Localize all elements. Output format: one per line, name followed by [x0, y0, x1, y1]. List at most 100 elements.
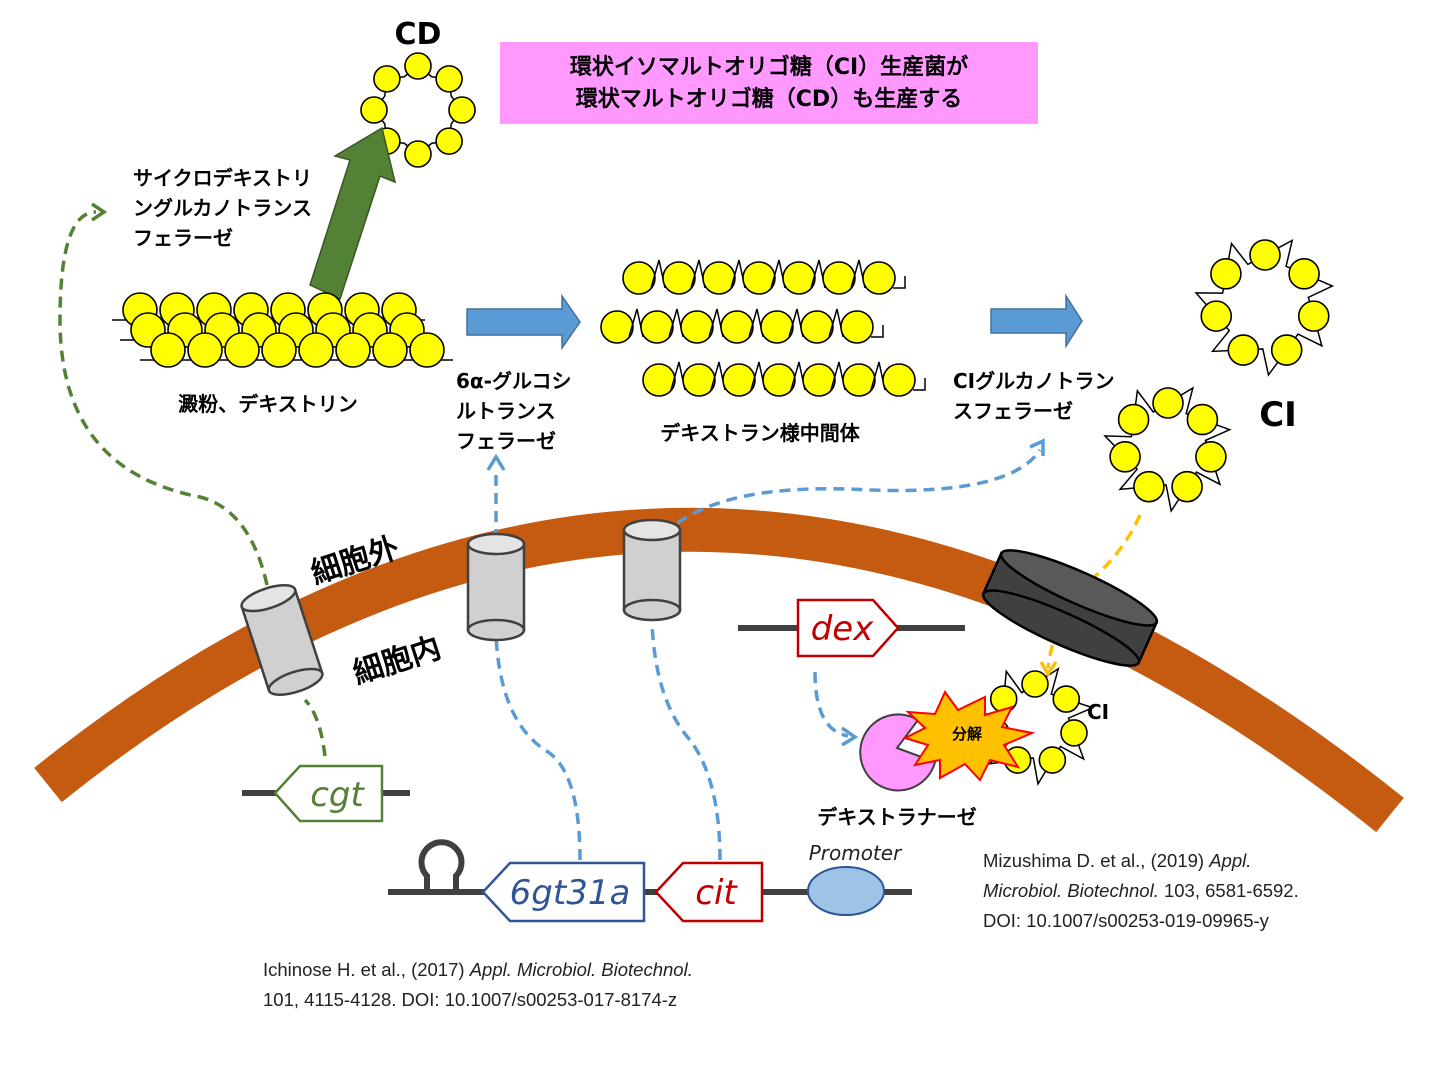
- glucose-unit: [1186, 403, 1219, 436]
- cit-gene-label: cit: [695, 873, 738, 913]
- blue-arrow-2: [990, 293, 1083, 349]
- glucose-unit: [404, 52, 432, 80]
- starch-label: 澱粉、デキストリン: [178, 392, 357, 416]
- cgt-gene-label: cgt: [310, 775, 365, 815]
- dex-gene-box: [796, 598, 900, 658]
- blue-arrow-1: [466, 293, 581, 351]
- cgt-arrowhead: [91, 202, 108, 222]
- dextran-chain-end: [893, 276, 906, 289]
- glucose-unit: [742, 261, 776, 295]
- glucose-unit: [1109, 440, 1141, 473]
- dextran-chain-end: [871, 325, 884, 338]
- glucose-unit: [1021, 670, 1049, 698]
- ref-mizushima-line2: Microbiol. Biotechnol. 103, 6581-6592.: [983, 880, 1299, 901]
- cgtase-label-1: サイクロデキストリ: [133, 166, 312, 190]
- glucose-unit: [335, 332, 371, 368]
- terminator-loop: [418, 839, 465, 892]
- glucose-unit: [782, 261, 816, 295]
- ci-small-label: CI: [1087, 700, 1109, 724]
- six-alpha-label-1: 6α-グルコシ: [456, 369, 572, 393]
- cd-ring: [360, 52, 476, 168]
- glucose-unit: [840, 310, 874, 344]
- dex-gene-label: dex: [811, 609, 875, 649]
- glucose-unit: [1270, 334, 1303, 366]
- glucose-unit: [1117, 403, 1150, 436]
- glucose-unit: [1227, 334, 1260, 366]
- glucose-unit: [1297, 300, 1330, 332]
- glucose-unit: [662, 261, 696, 295]
- glucose-unit: [1210, 258, 1242, 290]
- glucose-unit: [1288, 258, 1320, 290]
- glucose-unit: [150, 332, 186, 368]
- glucose-unit: [1195, 440, 1227, 473]
- glucose-unit: [862, 261, 896, 295]
- glucose-unit: [261, 332, 297, 368]
- glucose-unit: [1152, 387, 1184, 419]
- glucose-unit: [842, 363, 876, 397]
- dextran-chain-end: [913, 378, 926, 391]
- six-gt-transport-cylinder: [466, 532, 526, 642]
- header-box: [500, 42, 1038, 124]
- glucose-unit: [409, 332, 445, 368]
- glucose-unit: [1249, 239, 1281, 271]
- glucose-unit: [760, 310, 794, 344]
- ci-gt-label-2: スフェラーゼ: [953, 399, 1073, 423]
- cgt-secretion-path: [58, 210, 327, 757]
- glucose-unit: [360, 96, 388, 124]
- header-line-2: 環状マルトオリゴ糖（CD）も生産する: [576, 86, 962, 112]
- six-gt-gene-label: 6gt31a: [510, 873, 631, 913]
- ref-ichinose-line1: Ichinose H. et al., (2017) Appl. Microbi…: [263, 959, 693, 980]
- degradation-burst: [902, 690, 1036, 782]
- degradation-label: 分解: [952, 725, 982, 743]
- ref-mizushima-line1: Mizushima D. et al., (2019) Appl.: [983, 850, 1251, 871]
- glucose-unit: [1060, 719, 1088, 747]
- starch-dextrin-chains: [112, 292, 453, 368]
- glucose-unit: [720, 310, 754, 344]
- promoter-shape: [807, 866, 885, 916]
- glucose-unit: [762, 363, 796, 397]
- glucose-unit: [642, 363, 676, 397]
- ci-ring-large: [1194, 239, 1335, 377]
- six-gt-secretion-path: [494, 468, 582, 861]
- glucose-unit: [989, 685, 1018, 713]
- glucose-unit: [1200, 300, 1233, 332]
- cit-secretion-path: [650, 449, 1042, 861]
- cit-transport-cylinder: [622, 518, 682, 622]
- header-line-1: 環状イソマルトオリゴ糖（CI）生産菌が: [570, 54, 968, 80]
- six-gt-arrowhead: [486, 453, 506, 471]
- ci-uptake-transporter: [981, 549, 1159, 667]
- glucose-unit: [1038, 746, 1067, 774]
- glucose-unit: [404, 140, 432, 168]
- ci-gt-label-1: CIグルカノトラン: [953, 369, 1115, 393]
- glucose-unit: [1171, 470, 1203, 503]
- glucose-unit: [1133, 470, 1165, 503]
- glucose-unit: [224, 332, 260, 368]
- glucose-unit: [435, 65, 463, 93]
- glucose-unit: [800, 310, 834, 344]
- glucose-unit: [682, 363, 716, 397]
- dex-arrowhead: [841, 726, 859, 747]
- glucose-unit: [702, 261, 736, 295]
- cd-label: CD: [395, 17, 442, 52]
- glucose-unit: [802, 363, 836, 397]
- dextranase-label: デキストラナーゼ: [817, 805, 976, 829]
- ref-ichinose-line2: 101, 4115-4128. DOI: 10.1007/s00253-017-…: [263, 989, 677, 1010]
- cit-arrowhead: [1029, 438, 1045, 456]
- promoter-label: Promoter: [809, 841, 903, 865]
- six-alpha-label-3: フェラーゼ: [456, 429, 556, 453]
- ci-uptake-arrowhead: [1039, 661, 1058, 678]
- glucose-unit: [882, 363, 916, 397]
- cgtase-transport-cylinder: [240, 584, 324, 696]
- cgt-gene-box: [273, 764, 384, 823]
- six-alpha-label-2: ルトランス: [456, 399, 556, 423]
- glucose-unit: [373, 65, 401, 93]
- ci-ring-medium: [1103, 386, 1232, 513]
- glucose-unit: [448, 96, 476, 124]
- intracellular-label: 細胞内: [349, 630, 445, 691]
- dextranase-enzyme: [859, 713, 937, 792]
- glucose-unit: [298, 332, 334, 368]
- glucose-unit: [600, 310, 634, 344]
- cit-gene-box: [654, 861, 764, 923]
- cell-membrane: [34, 507, 1404, 833]
- cgtase-label-2: ングルカノトランス: [133, 196, 312, 220]
